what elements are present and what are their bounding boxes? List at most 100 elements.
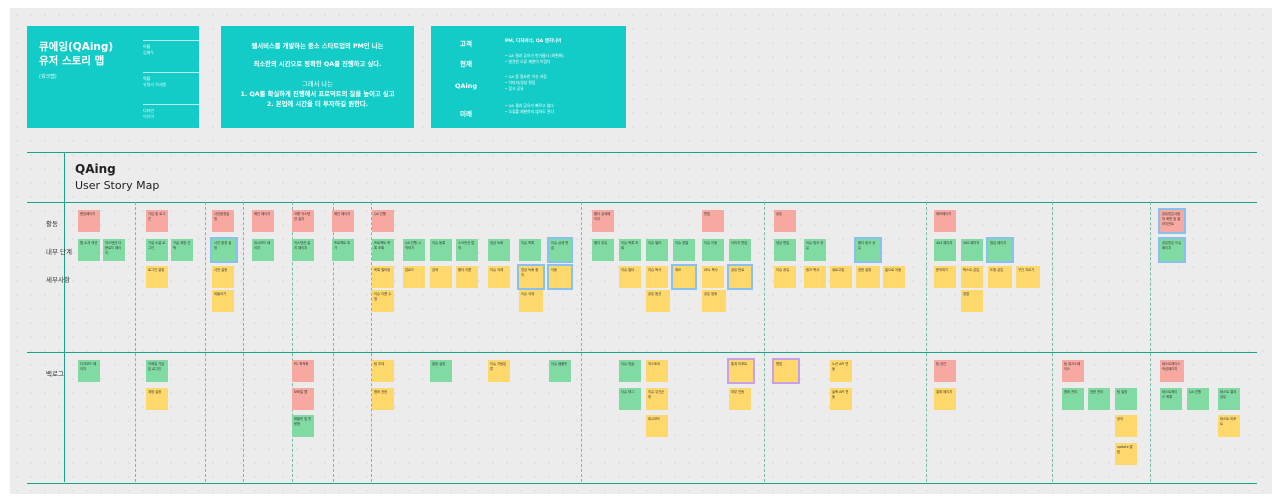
sticky-note[interactable]: 404 페이지 [934, 239, 956, 261]
sticky-note[interactable]: URL 복사 [702, 266, 724, 288]
sticky-note[interactable]: 이슈 삭제 [519, 290, 543, 312]
sticky-note[interactable]: 팀 워크스페이스 [1062, 360, 1084, 382]
sticky-note[interactable]: 다크모드 페이지 [78, 360, 100, 382]
sticky-note[interactable]: 태블릿 및 반응형 [292, 415, 314, 437]
sticky-note[interactable]: 이슈 템플릿 [549, 360, 571, 382]
sticky-note[interactable]: 문의하기 [934, 266, 956, 288]
sticky-note[interactable]: 프로젝트 목록 조회 [372, 239, 394, 261]
sticky-note[interactable]: 되돌리기 [212, 290, 234, 312]
sticky-note[interactable]: 텍스트 삽입 [961, 266, 983, 288]
sticky-note[interactable]: 공유 옵션 [646, 290, 670, 312]
sticky-note[interactable]: 노션 API 연동 [830, 360, 852, 382]
sticky-note[interactable]: 이메일 가입 및 로그인 [146, 360, 168, 382]
sticky-note[interactable]: 이슈 우선순위 [646, 388, 668, 410]
sticky-note[interactable]: 이슈 필터 [619, 266, 641, 288]
sticky-note[interactable]: 목록 필터링 [372, 266, 394, 288]
sticky-note[interactable]: 영상 녹화 [488, 239, 510, 261]
sticky-note[interactable]: 테스트 리포트 [1218, 415, 1240, 437]
sticky-note[interactable]: 프로젝트 추가 [332, 239, 354, 261]
sticky-note[interactable]: 이동 [547, 264, 573, 290]
sticky-note[interactable]: QA 진행 시작하기 [403, 239, 425, 261]
sticky-note[interactable]: 익스텐션 설치 페이지 [292, 239, 314, 261]
sticky-note[interactable]: 이슈 복사 [646, 266, 668, 288]
sticky-note[interactable]: 익스텐션 다운로드 페이지 [103, 239, 125, 261]
sticky-note[interactable]: 사전 환경 설정 [210, 237, 238, 263]
sticky-note[interactable]: 공유 만료 [727, 264, 753, 290]
sticky-note[interactable]: 계정 설정 [146, 388, 168, 410]
sticky-note[interactable]: 공유받은 이슈 페이지 [1158, 237, 1186, 263]
sticky-note[interactable]: 스크린샷 캡처 [456, 239, 478, 261]
sticky-note[interactable]: 사전환경설정 [212, 210, 234, 232]
sticky-note[interactable]: 에러페이지 [934, 210, 956, 232]
sticky-note[interactable]: 공유 [774, 210, 796, 232]
sticky-note[interactable]: 점검 페이지 [986, 237, 1014, 263]
sticky-note[interactable]: 로그인 설정 [146, 266, 168, 288]
sticky-note[interactable]: 통계 리포트 [727, 358, 755, 384]
sticky-note[interactable]: 이슈 댓글 [619, 360, 641, 382]
sticky-note[interactable]: 크롬 익스텐션 설치 [292, 210, 314, 232]
sticky-note[interactable]: 공유 범위 [702, 290, 726, 312]
sticky-note[interactable]: 외부 연동 [729, 388, 751, 410]
sticky-note[interactable]: 이슈 삭제 [488, 266, 510, 288]
sticky-note[interactable]: 정렬 [961, 290, 983, 312]
sticky-note[interactable]: 이슈 링크 공유 [804, 239, 826, 261]
sticky-note[interactable]: 이슈 정렬 [673, 239, 695, 261]
sticky-note[interactable]: 공지 [1115, 415, 1137, 437]
sticky-note[interactable]: 이슈 자동분류 [488, 360, 510, 382]
sticky-note[interactable]: 팀 초대 [372, 360, 394, 382]
sticky-note[interactable]: 테스트 결과 공유 [1218, 388, 1240, 410]
sticky-note[interactable]: 이슈 이동 [702, 239, 724, 261]
sticky-note[interactable]: QA 진행 [1187, 388, 1209, 410]
sticky-note[interactable]: QA 진행 [372, 210, 394, 232]
sticky-note[interactable]: 구간 자르기 [1016, 266, 1040, 288]
sticky-note[interactable]: 대시보드 페이지 [252, 239, 274, 261]
sticky-note[interactable]: 폴더 링크 공유 [854, 237, 882, 263]
sticky-note[interactable]: 멤버 관리 [1062, 388, 1084, 410]
sticky-note[interactable]: 알림 설정 [430, 360, 452, 382]
sticky-note[interactable]: 히스토리 [646, 360, 668, 382]
sticky-note[interactable]: 영상 편집 [774, 239, 796, 261]
sticky-note[interactable]: 이슈 이름 수정 [372, 290, 394, 312]
sticky-note[interactable]: 이슈 등록 [430, 239, 452, 261]
sticky-note[interactable]: 이슈 목록 [519, 239, 541, 261]
sticky-note[interactable]: 가입 및 로그인 [146, 210, 168, 232]
sticky-note[interactable]: 검색 [430, 266, 452, 288]
sticky-note[interactable]: 슬랙 API 연동 [830, 388, 852, 410]
sticky-note[interactable]: 팀 공간 [934, 360, 956, 382]
sticky-note[interactable]: 메인 페이지 [252, 210, 274, 232]
sticky-note[interactable]: 이슈 필터 [646, 239, 668, 261]
sticky-note[interactable]: 공유받은사람의 화면 및 클라이언트 [1158, 208, 1186, 234]
sticky-note[interactable]: 랜딩페이지 [78, 210, 100, 232]
sticky-note[interactable]: 테스트케이스 작성페이지 [1160, 360, 1184, 382]
sticky-note[interactable]: 500 페이지 [961, 239, 983, 261]
sticky-note[interactable]: 구글 소셜 로그인 [146, 239, 168, 261]
sticky-note[interactable]: 사전 설정 [212, 266, 234, 288]
sticky-note[interactable]: 링크 복사 [804, 266, 826, 288]
sticky-note[interactable]: 이슈 목록 조회 [619, 239, 641, 261]
sticky-note[interactable]: 팀 설정 [1115, 388, 1137, 410]
sticky-note[interactable]: 협업 [772, 358, 800, 384]
sticky-note[interactable]: 영상 녹화 중지 [517, 264, 545, 290]
sticky-note[interactable]: 메인 페이지 [332, 210, 354, 232]
sticky-note[interactable]: 업로드 [403, 266, 425, 288]
sticky-note[interactable]: 폴더 공유 [592, 239, 614, 261]
sticky-note[interactable]: 이슈 태그 [619, 388, 641, 410]
sticky-note[interactable]: 새로고침 [830, 266, 852, 288]
sticky-note[interactable]: 결제 페이지 [934, 388, 956, 410]
sticky-note[interactable]: 멤버 권한 [372, 388, 394, 410]
sticky-note[interactable]: PC 최적화 [292, 360, 314, 382]
sticky-note[interactable]: 구글 계정 선택 [171, 239, 193, 261]
sticky-note[interactable]: update 알림 [1115, 443, 1137, 465]
sticky-note[interactable]: 폴더 상세페이지 [592, 210, 614, 232]
sticky-note[interactable]: 이슈 공유 [774, 266, 796, 288]
sticky-note[interactable]: 대시보드 [646, 415, 668, 437]
sticky-note[interactable]: 이슈 상세 편집 [547, 237, 573, 263]
sticky-note[interactable]: 도형 삽입 [988, 266, 1012, 288]
sticky-note[interactable]: 모바일 웹 [292, 388, 314, 410]
sticky-note[interactable]: 편집 [702, 210, 724, 232]
sticky-note[interactable]: 홈으로 이동 [883, 266, 905, 288]
sticky-note[interactable]: 권한 설정 [856, 266, 880, 288]
sticky-note[interactable]: 폴더 이름 [456, 266, 478, 288]
sticky-note[interactable]: 테스트케이스 목록 [1160, 388, 1182, 410]
